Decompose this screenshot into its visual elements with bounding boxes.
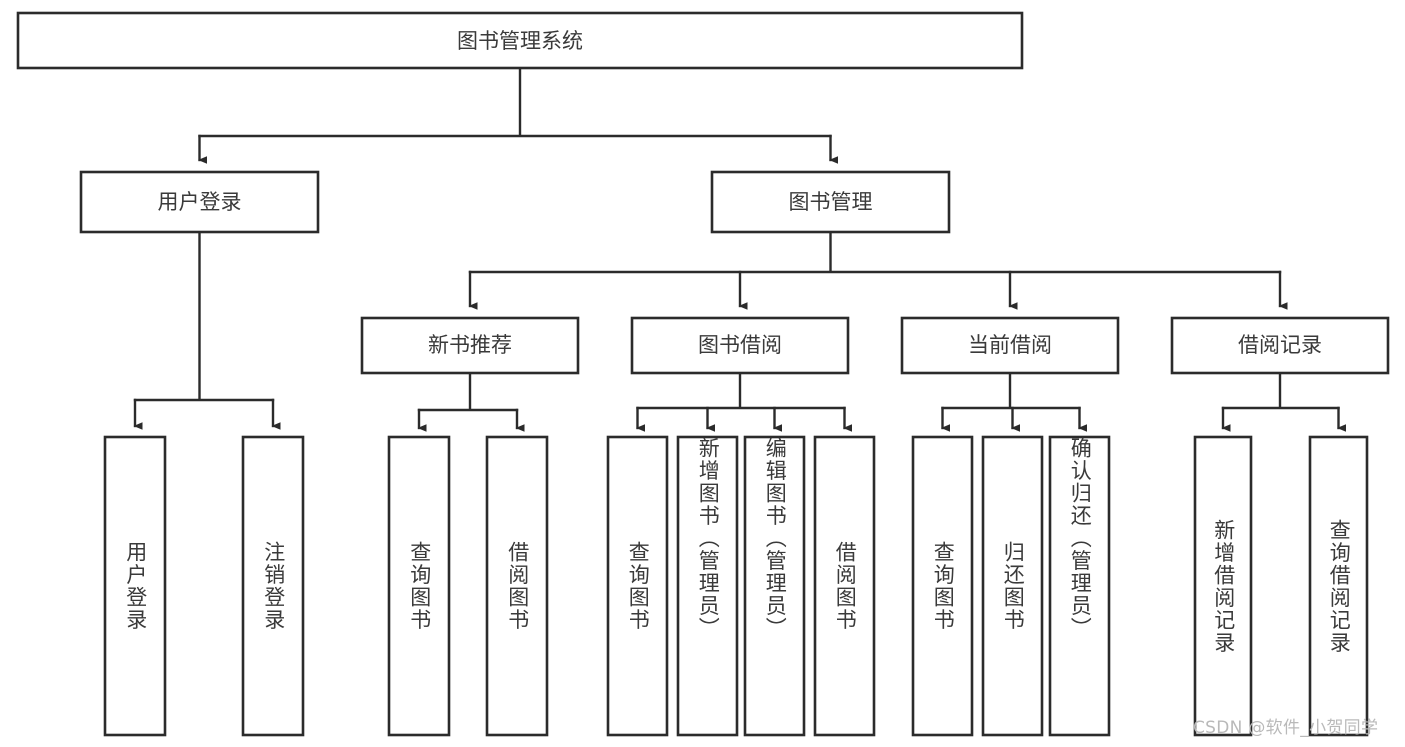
node-leaf-record-query-box[interactable] — [1308, 435, 1369, 737]
node-leaf-borrow-borrow-book-box[interactable] — [813, 435, 876, 737]
node-user-login[interactable]: 用户登录 — [79, 170, 320, 234]
node-current-borrow-box — [900, 316, 1120, 375]
link-borrowrecord-bus — [1221, 371, 1340, 410]
node-current-borrow[interactable]: 当前借阅 — [900, 316, 1120, 375]
node-leaf-borrow-query-book-box[interactable] — [606, 435, 669, 737]
node-leaf-current-confirm-return-box[interactable] — [1048, 435, 1111, 737]
node-book-borrow[interactable]: 图书借阅 — [630, 316, 850, 375]
node-borrow-record-label: 借阅记录 — [1238, 333, 1322, 357]
link-bookmgmt-bus — [468, 230, 1282, 274]
node-user-login-label: 用户登录 — [158, 190, 242, 214]
node-leaf-user-logout-box[interactable] — [241, 435, 305, 737]
node-root[interactable]: 图书管理系统 — [16, 11, 1024, 70]
node-root-box — [16, 11, 1024, 70]
node-leaf-record-add-box[interactable] — [1193, 435, 1253, 737]
link-root-bus — [198, 66, 832, 138]
node-borrow-record-box — [1170, 316, 1390, 375]
node-new-book-recommend-box — [360, 316, 580, 375]
link-userlogin-bus — [133, 230, 275, 402]
node-leaf-borrow-edit-book-box[interactable] — [743, 435, 806, 737]
link-bookborrow-bus — [636, 371, 846, 410]
node-new-book-recommend-label: 新书推荐 — [428, 333, 512, 357]
node-leaf-borrow-add-book-box[interactable] — [676, 435, 739, 737]
node-book-borrow-box — [630, 316, 850, 375]
node-leaf-current-query-book-box[interactable] — [911, 435, 974, 737]
node-book-management-box — [710, 170, 951, 234]
node-book-management[interactable]: 图书管理 — [710, 170, 951, 234]
link-newbook-bus — [417, 371, 519, 412]
link-currentborrow-bus — [941, 371, 1081, 410]
node-borrow-record[interactable]: 借阅记录 — [1170, 316, 1390, 375]
node-leaf-user-login-box[interactable] — [103, 435, 167, 737]
node-book-management-label: 图书管理 — [789, 190, 873, 214]
connector-group — [133, 66, 1346, 432]
csdn-watermark: CSDN @软件_小贺同学 — [1193, 718, 1379, 738]
node-leaf-rec-query-book-box[interactable] — [387, 435, 451, 737]
node-leaf-rec-borrow-book-box[interactable] — [485, 435, 549, 737]
node-current-borrow-label: 当前借阅 — [968, 333, 1052, 357]
leaf-rect-group — [103, 435, 1369, 737]
node-root-label: 图书管理系统 — [457, 29, 583, 53]
node-leaf-current-return-book-box[interactable] — [981, 435, 1044, 737]
node-book-borrow-label: 图书借阅 — [698, 333, 782, 357]
node-user-login-box — [79, 170, 320, 234]
node-new-book-recommend[interactable]: 新书推荐 — [360, 316, 580, 375]
